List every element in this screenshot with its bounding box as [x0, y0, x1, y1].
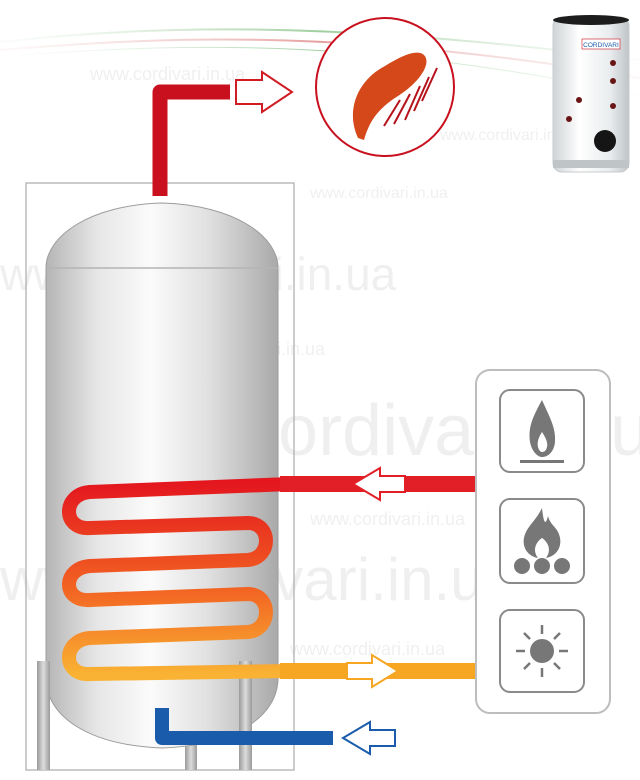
coil-inlet-pipe: [280, 466, 477, 502]
storage-tank: [45, 202, 279, 749]
watermark-text: www.cordivari.in.ua: [289, 639, 446, 659]
heat-source-solar: [499, 609, 585, 693]
coil-inlet-arrow-icon: [351, 466, 406, 502]
watermark-text: www.cordivari.in.ua: [439, 127, 578, 144]
heat-source-panel: [475, 369, 611, 714]
solar-sun-icon: [516, 625, 568, 677]
cold-water-arrow-icon: [341, 720, 396, 756]
shower-head-icon: [352, 52, 438, 140]
watermark-text: www.cordivari.in.ua: [309, 185, 448, 202]
heat-source-solid-fuel: [499, 498, 585, 584]
coil-return-pipe: [280, 653, 477, 689]
watermark-text: www.cordivari.in.ua: [309, 509, 466, 529]
heating-coil: [62, 477, 291, 681]
heat-source-gas: [499, 389, 585, 473]
gas-flame-icon: [520, 400, 564, 463]
hot-water-arrow-icon: [235, 70, 294, 114]
cold-water-inlet-pipe: [155, 708, 396, 756]
watermark-text: www.cordivari.in.ua: [89, 64, 246, 84]
solid-fuel-fire-icon: [514, 508, 570, 574]
product-photo: CORDIVARI: [552, 15, 630, 173]
product-brand-label: CORDIVARI: [583, 42, 619, 49]
decorative-swooshes: [0, 28, 640, 96]
shower-badge: [315, 17, 455, 157]
coil-return-arrow-icon: [346, 653, 400, 689]
hot-water-outlet-pipe: [152, 70, 294, 196]
